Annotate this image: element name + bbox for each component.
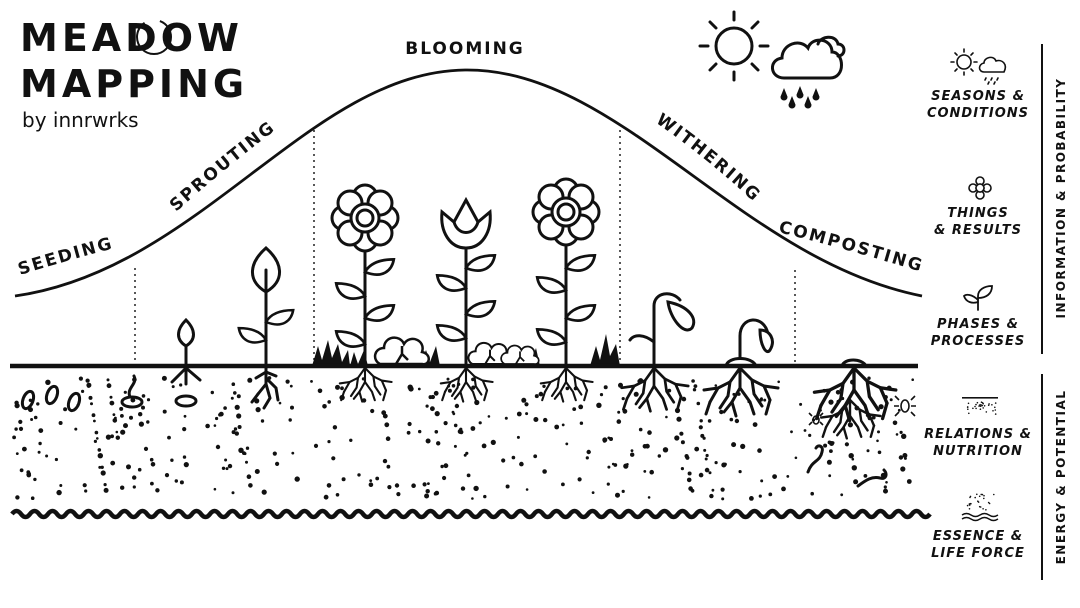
soil-dots — [12, 375, 914, 501]
bell-curve — [14, 68, 923, 298]
flower-icon-right — [531, 177, 601, 403]
legend-soil-dots-icon — [962, 397, 998, 399]
title-line-2: MAPPING — [20, 62, 249, 106]
legend-seasons: SEASONS & CONDITIONS — [918, 88, 1038, 122]
stage-label-blooming: BLOOMING — [405, 39, 525, 59]
stage-separators — [134, 130, 796, 366]
legend-essence-line2: LIFE FORCE — [931, 546, 1025, 561]
small-sprout-icon — [170, 317, 202, 408]
legend-essence: ESSENCE & LIFE FORCE — [918, 528, 1038, 562]
rain-cloud-icon — [771, 35, 846, 109]
legend-things-line2: & RESULTS — [933, 223, 1023, 238]
stage-label-seeding: SEEDING — [16, 234, 116, 280]
legend-relations: RELATIONS & NUTRITION — [918, 426, 1038, 460]
young-plant-icon — [237, 246, 295, 410]
water-wave-line — [10, 508, 932, 520]
flower-icon-left — [330, 183, 400, 403]
legend-flower-icon — [968, 176, 992, 200]
bug-icon — [808, 395, 916, 426]
legend-things: THINGS & RESULTS — [918, 205, 1038, 239]
wilting-plant-icon — [620, 292, 696, 413]
compost-icon — [812, 358, 898, 440]
legend-seasons-line2: CONDITIONS — [926, 106, 1030, 121]
legend-soil-dots — [966, 401, 997, 415]
side-label-upper: INFORMATION & PROBABILITY — [1054, 77, 1068, 319]
worm-icon — [806, 444, 888, 488]
logo-ring — [136, 19, 172, 55]
legend-essence-line1: ESSENCE & — [932, 529, 1024, 544]
legend-water-dots-icon — [961, 493, 999, 522]
side-label-lower: ENERGY & POTENTIAL — [1054, 389, 1068, 565]
legend-seasons-line1: SEASONS & — [931, 89, 1025, 104]
byline: by innrwrks — [22, 108, 139, 132]
legend-relations-line1: RELATIONS & — [924, 427, 1032, 442]
legend-relations-line2: NUTRITION — [933, 444, 1023, 459]
germinating-seed-icon — [120, 374, 144, 409]
legend-sprout-icon — [962, 285, 993, 311]
legend-phases: PHASES & PROCESSES — [918, 316, 1038, 350]
legend-sun-cloud-icon — [950, 48, 1007, 85]
legend-phases-line2: PROCESSES — [930, 334, 1026, 349]
legend-things-line1: THINGS — [947, 206, 1009, 221]
legend-phases-line1: PHASES & — [937, 317, 1019, 332]
title-line-1: MEADOW — [20, 16, 243, 60]
seed-icon — [20, 384, 82, 413]
tulip-icon — [435, 196, 497, 403]
sun-icon — [698, 10, 770, 82]
